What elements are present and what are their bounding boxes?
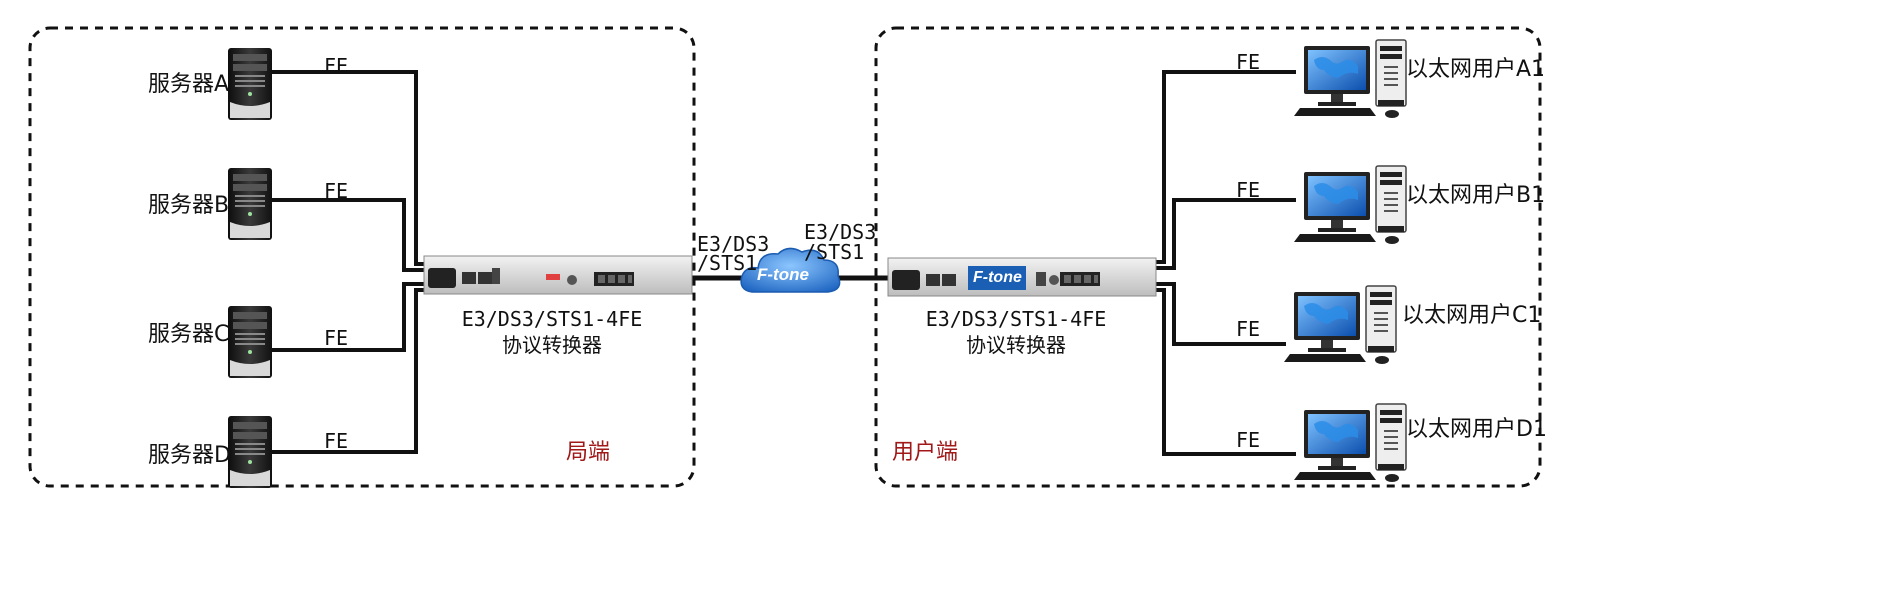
pc-icon-d1	[1293, 403, 1407, 483]
server-icon-d	[228, 416, 272, 488]
link-label-left-line1: E3/DS3	[697, 232, 770, 256]
network-cloud	[740, 247, 841, 293]
right-device-caption: E3/DS3/STS1-4FE 协议转换器	[894, 306, 1138, 358]
server-icon-a	[228, 48, 272, 120]
server-label-c: 服务器C	[148, 322, 230, 347]
server-label-b: 服务器B	[148, 193, 230, 218]
left-device-model: E3/DS3/STS1-4FE	[461, 307, 643, 331]
user-label-a1: 以太网用户A1	[1406, 57, 1546, 82]
pc-icon-c1	[1283, 285, 1397, 365]
server-label-d: 服务器D	[148, 443, 231, 468]
fe-label-b1: FE	[1236, 178, 1261, 202]
user-label-c1: 以太网用户C1	[1402, 303, 1542, 328]
server-icon-b	[228, 168, 272, 240]
right-fe-lines	[1156, 70, 1296, 456]
remote-zone-box	[874, 26, 1542, 488]
fe-label-b: FE	[324, 179, 349, 203]
local-zone-box	[28, 26, 696, 488]
server-icon-c	[228, 306, 272, 378]
right-device-desc: 协议转换器	[966, 333, 1066, 357]
link-label-left-line2: /STS1	[697, 251, 758, 275]
fe-label-d1: FE	[1236, 428, 1261, 452]
remote-zone-label: 用户端	[892, 440, 959, 465]
fe-label-a1: FE	[1236, 50, 1261, 74]
cloud-logo-text: F-tone	[757, 265, 809, 284]
fe-label-c: FE	[324, 326, 349, 350]
server-label-a: 服务器A	[148, 72, 230, 97]
device-logo-text: F-tone	[973, 269, 1022, 286]
left-fe-lines	[270, 70, 428, 454]
right-device-model: E3/DS3/STS1-4FE	[925, 307, 1107, 331]
pc-icon-a1	[1293, 39, 1407, 119]
link-label-right-line2: /STS1	[804, 240, 865, 264]
fe-label-c1: FE	[1236, 317, 1261, 341]
left-device-caption: E3/DS3/STS1-4FE 协议转换器	[430, 306, 674, 358]
right-converter-device	[887, 257, 1157, 297]
local-zone-label: 局端	[566, 440, 611, 465]
left-device-desc: 协议转换器	[502, 333, 602, 357]
pc-icon-b1	[1293, 165, 1407, 245]
fe-label-a: FE	[324, 54, 349, 78]
link-label-right-line1: E3/DS3	[804, 220, 877, 244]
fe-label-d: FE	[324, 429, 349, 453]
user-label-b1: 以太网用户B1	[1406, 183, 1546, 208]
user-label-d1: 以太网用户D1	[1406, 417, 1547, 442]
left-converter-device	[423, 255, 693, 295]
